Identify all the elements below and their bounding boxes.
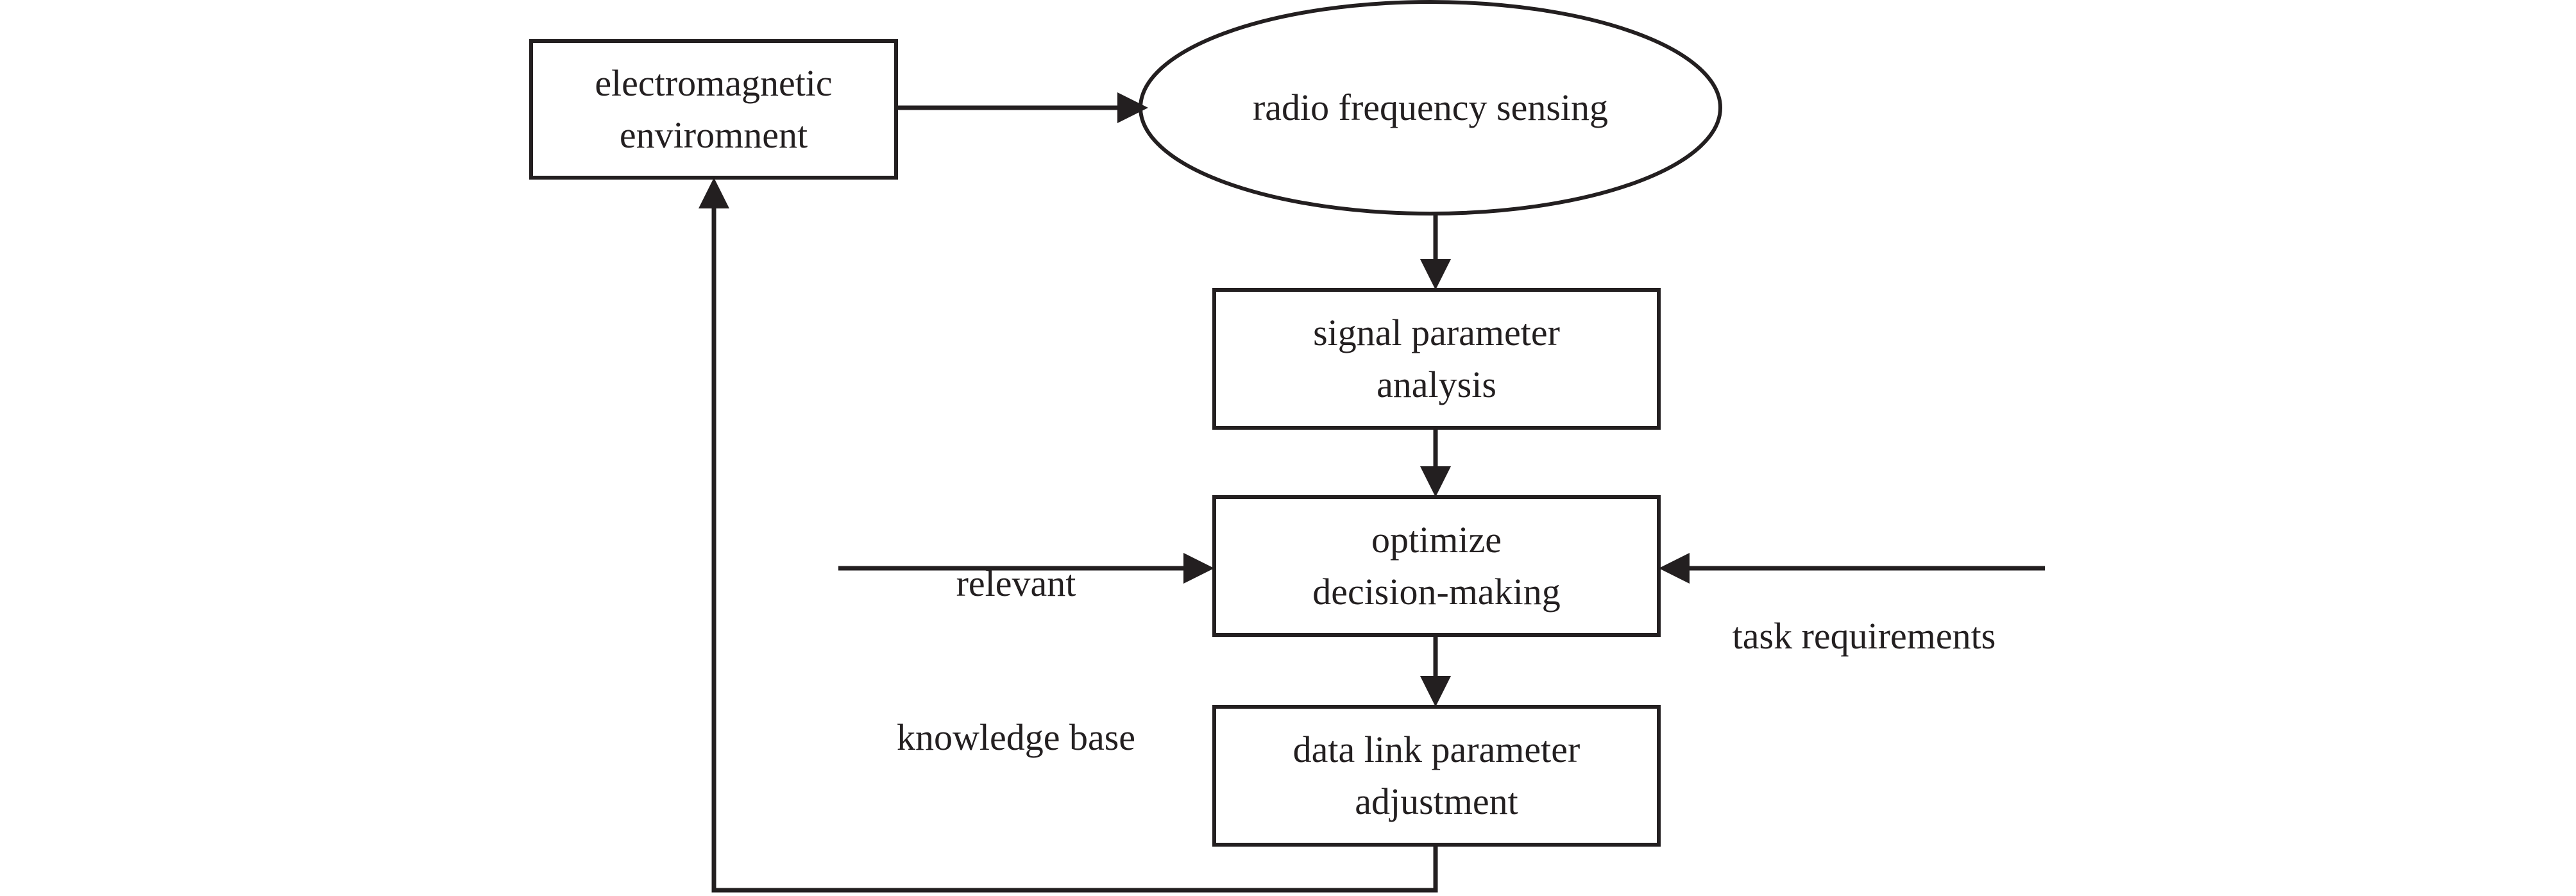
edge-decision-to-adjustment xyxy=(1420,635,1451,707)
label-line: relevant xyxy=(956,562,1076,605)
edge-sensing-to-analysis xyxy=(1420,214,1451,290)
edge-analysis-to-decision xyxy=(1420,428,1451,497)
label-line: task requirements xyxy=(1732,615,1996,657)
node-signal-parameter-analysis-shape[interactable] xyxy=(1212,288,1661,430)
node-optimize-decision-making-shape[interactable] xyxy=(1212,495,1661,637)
edge-label-relevant-knowledge-base: relevant knowledge base xyxy=(838,455,1194,866)
edge-label-task-requirements: task requirements xyxy=(1683,508,2045,765)
edge-adjustment-to-env-feedback xyxy=(699,178,1438,893)
node-electromagnetic-environment-shape[interactable] xyxy=(529,39,898,180)
edge-knowledge-to-decision xyxy=(838,553,1214,584)
edge-env-to-sensing xyxy=(896,92,1148,123)
node-data-link-parameter-adjustment-shape[interactable] xyxy=(1212,705,1661,847)
node-radio-frequency-sensing-shape[interactable] xyxy=(1139,0,1722,216)
label-line: knowledge base xyxy=(896,716,1136,759)
edge-task-to-decision xyxy=(1659,553,2045,584)
